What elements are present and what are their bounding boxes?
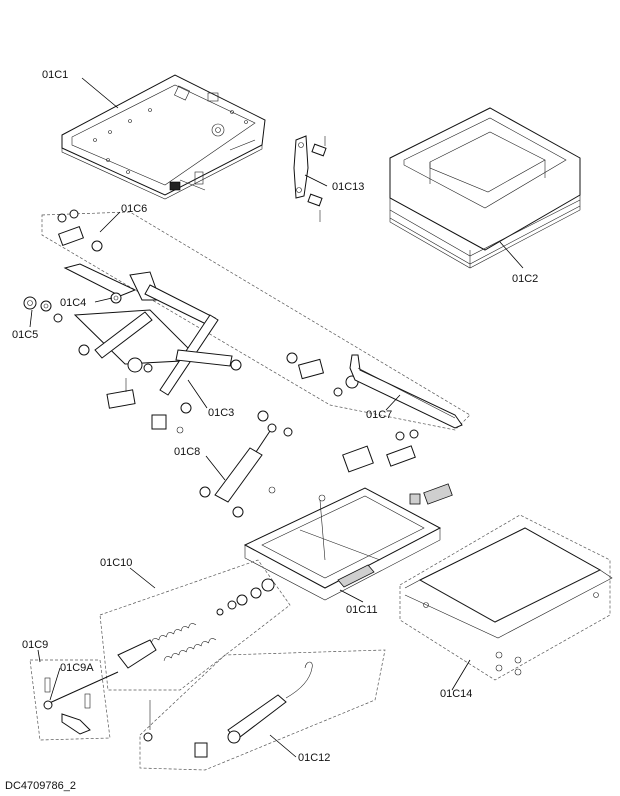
part-01c9-lever[interactable] — [44, 671, 119, 735]
part-01c10-spring-set[interactable] — [117, 578, 275, 669]
label-01c9a: 01C9A — [60, 662, 94, 674]
group-outline-01c9 — [29, 659, 111, 741]
label-01c11: 01C11 — [346, 604, 378, 616]
label-01c8: 01C8 — [174, 446, 200, 458]
part-01c8-gas-spring[interactable] — [199, 410, 293, 518]
part-01c4-washer[interactable] — [110, 292, 122, 304]
part-01c5-nut-washer[interactable] — [23, 296, 63, 323]
label-01c2: 01C2 — [512, 273, 538, 285]
label-01c9: 01C9 — [22, 639, 48, 651]
label-01c13: 01C13 — [332, 181, 364, 193]
label-01c3: 01C3 — [208, 407, 234, 419]
part-01c6-hardware[interactable] — [57, 209, 359, 397]
part-01c9a-handle[interactable] — [43, 700, 53, 710]
part-01c11-lower-frame[interactable] — [243, 429, 453, 601]
label-01c12: 01C12 — [298, 752, 330, 764]
label-01c5: 01C5 — [12, 329, 38, 341]
label-01c4: 01C4 — [60, 297, 86, 309]
label-01c6: 01C6 — [121, 203, 147, 215]
group-outline-01c10 — [99, 559, 291, 691]
label-01c14: 01C14 — [440, 688, 472, 700]
drawing-code: DC4709786_2 — [5, 780, 76, 792]
part-01c7-rail[interactable] — [349, 354, 463, 429]
part-01c13-link[interactable] — [293, 135, 327, 222]
part-01c2-cushion-frame[interactable] — [389, 107, 581, 269]
label-01c10: 01C10 — [100, 557, 132, 569]
leader-lines — [29, 77, 524, 758]
part-01c14-base-tray[interactable] — [404, 527, 613, 676]
part-01c3-scissor-assembly[interactable] — [63, 263, 242, 434]
part-01c1-seat-plate[interactable] — [61, 74, 266, 200]
label-01c7: 01C7 — [366, 409, 392, 421]
part-01c12-strap[interactable] — [143, 661, 313, 758]
group-outline-01c12 — [139, 649, 386, 771]
label-01c1: 01C1 — [42, 69, 68, 81]
group-outline-01c6 — [41, 211, 471, 431]
